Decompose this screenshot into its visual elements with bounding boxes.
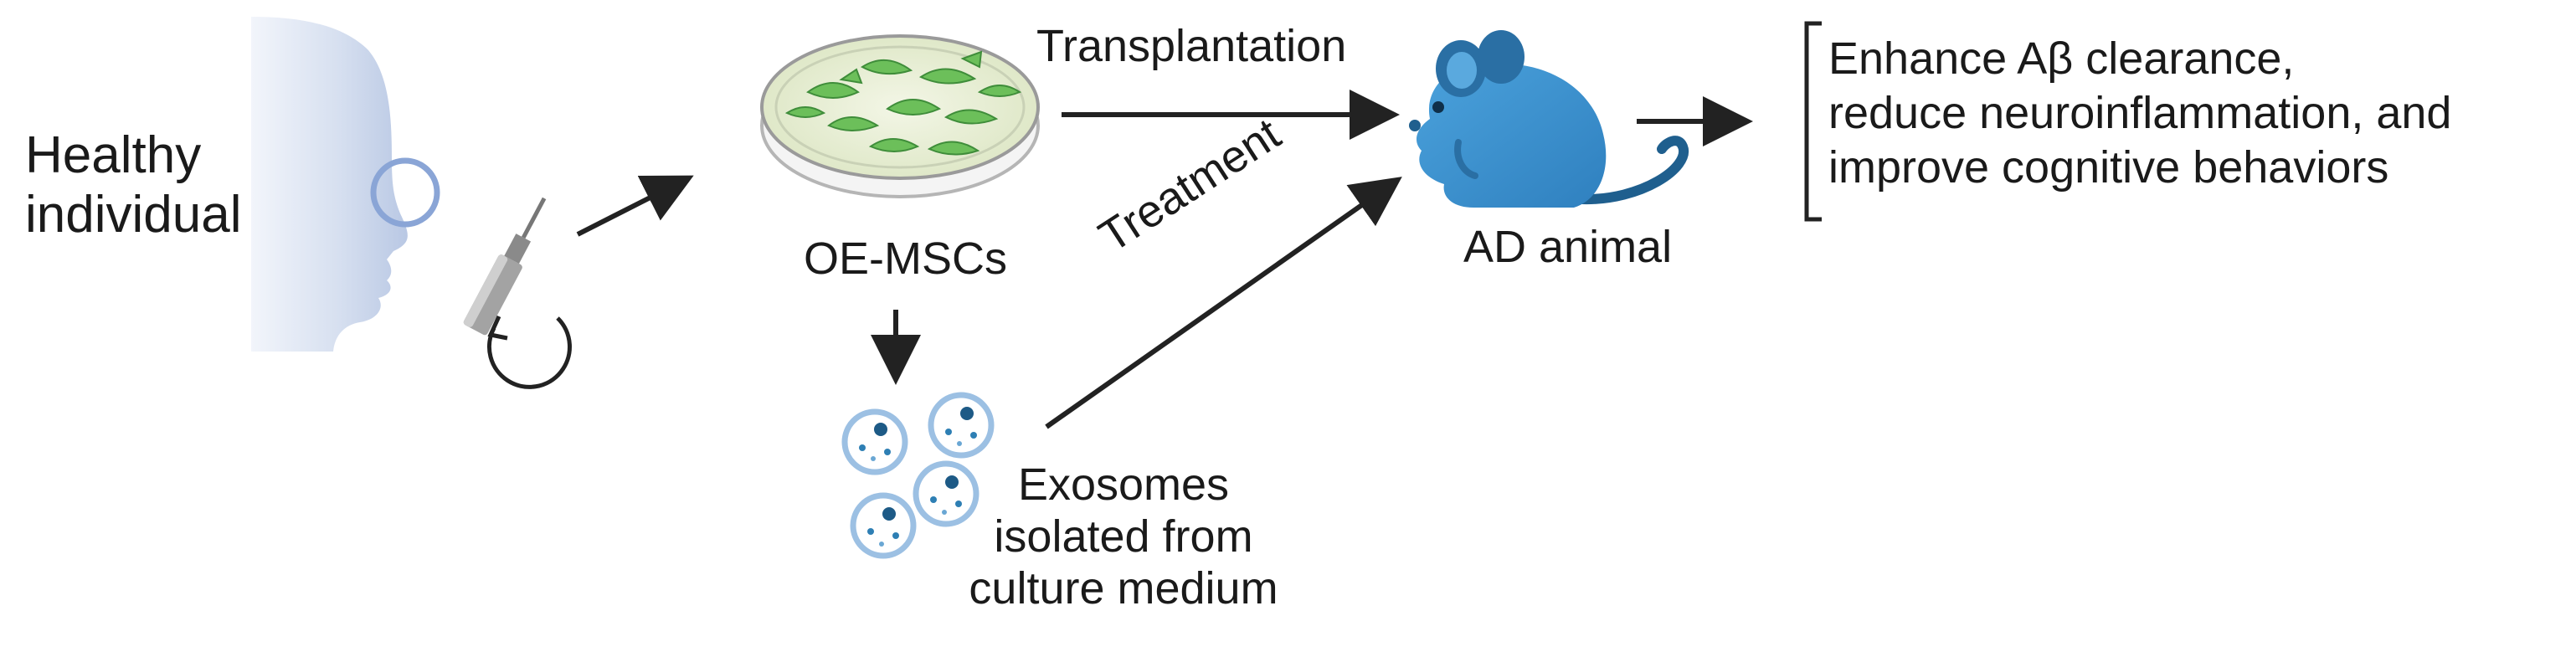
exosomes-label-line-3: culture medium	[969, 563, 1278, 614]
mouse-icon	[1409, 30, 1689, 208]
petri-dish-icon	[760, 34, 1040, 198]
animal-label: AD animal	[1463, 222, 1673, 272]
exosome-icon	[841, 392, 995, 559]
arrow-to-culture	[576, 175, 694, 237]
exosomes-label: Exosomes isolated from culture medium	[931, 459, 1316, 614]
donor-label-line-2: individual	[25, 186, 242, 244]
cells-label: OE-MSCs	[804, 234, 1007, 284]
biopsy-tool-icon	[463, 197, 572, 389]
donor-label-line-1: Healthy	[25, 126, 202, 184]
bracket-icon	[1804, 21, 1822, 222]
outcome-line-2: reduce neuroinflammation, and	[1828, 87, 2452, 138]
exosomes-label-line-1: Exosomes	[1017, 459, 1230, 510]
outcome-line-1: Enhance Aβ clearance,	[1828, 33, 2295, 84]
face-icon	[251, 17, 440, 352]
transplantation-label: Transplantation	[1036, 21, 1347, 71]
exosomes-label-line-2: isolated from	[994, 511, 1253, 562]
donor-label: Healthy individual	[25, 126, 242, 245]
outcome-line-3: improve cognitive behaviors	[1828, 141, 2389, 193]
outcome-text: Enhance Aβ clearance, reduce neuroinflam…	[1828, 32, 2451, 194]
treatment-arrow	[1045, 177, 1402, 429]
